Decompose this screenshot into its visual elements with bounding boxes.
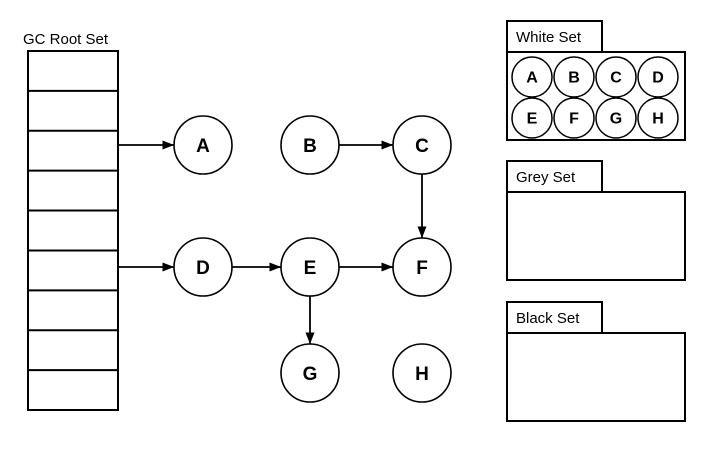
node-circle-D [173,237,233,297]
black-set-box [506,332,686,422]
node-H: H [392,343,452,403]
white-set-member-circle-E [511,97,553,139]
white-set-member-circle-H [637,97,679,139]
node-label-G: G [303,364,318,385]
white-set-member-circle-C [595,56,637,98]
white-set-member-circle-A [511,56,553,98]
node-E: E [280,237,340,297]
white-set-member-label-G: G [610,111,622,128]
gc-root-table [27,50,119,411]
white-set-member-label-E: E [527,111,538,128]
black-set-tab [506,301,603,334]
white-set-member-label-B: B [568,70,580,87]
node-label-D: D [196,258,210,279]
black-set-group: Black Set [506,301,686,422]
white-set-member-circle-G [595,97,637,139]
node-label-A: A [196,136,210,157]
white-set-member-label-C: C [610,70,622,87]
node-B: B [280,115,340,175]
node-circle-C [392,115,452,175]
node-label-H: H [415,364,429,385]
node-circle-G [280,343,340,403]
node-label-C: C [415,136,429,157]
node-label-B: B [303,136,317,157]
node-G: G [280,343,340,403]
node-C: C [392,115,452,175]
white-set-member-label-H: H [652,111,664,128]
node-circle-E [280,237,340,297]
node-label-E: E [304,258,317,279]
white-set-label: White Set [516,29,582,46]
node-D: D [173,237,233,297]
white-set-member-label-D: D [652,70,664,87]
white-set-member-circle-B [553,56,595,98]
node-circle-B [280,115,340,175]
black-set-label: Black Set [516,310,580,327]
white-set-member-label-F: F [569,111,579,128]
node-circle-H [392,343,452,403]
gc-root-set-label: GC Root Set [23,31,109,48]
grey-set-group: Grey Set [506,160,686,281]
node-circle-A [173,115,233,175]
grey-set-label: Grey Set [516,169,576,186]
node-label-F: F [416,258,428,279]
node-F: F [392,237,452,297]
white-set-member-circle-D [637,56,679,98]
node-A: A [173,115,233,175]
white-set-member-label-A: A [526,70,538,87]
grey-set-tab [506,160,603,193]
node-circle-F [392,237,452,297]
grey-set-box [506,191,686,281]
white-set-tab [506,20,603,53]
white-set-member-circle-F [553,97,595,139]
